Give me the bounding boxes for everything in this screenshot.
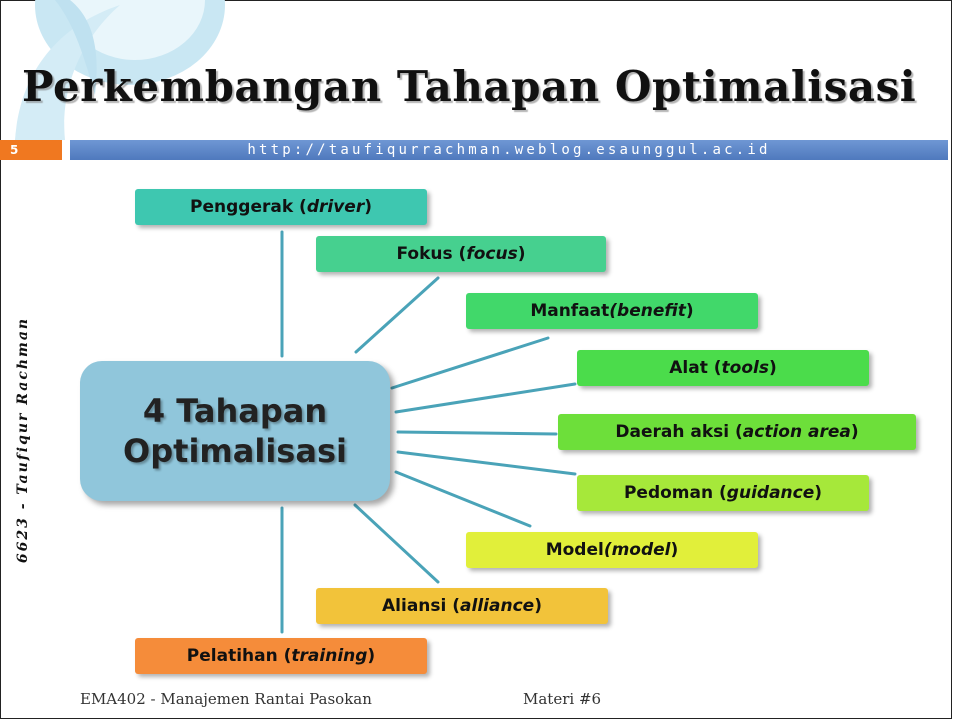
footer-course: EMA402 - Manajemen Rantai Pasokan [80,690,372,708]
connector-guidance [396,450,577,476]
connector-focus [354,276,440,354]
node-model: Model (model) [466,532,758,568]
slide-title: Perkembangan Tahapan Optimalisasi [22,62,917,111]
connector-action-area [396,430,558,436]
website-url[interactable]: http://taufiqurrachman.weblog.esaunggul.… [247,142,771,158]
url-bar: http://taufiqurrachman.weblog.esaunggul.… [70,140,948,160]
connector-alliance [353,503,440,584]
connector-model [394,470,532,528]
node-focus: Fokus (focus) [316,236,606,272]
node-benefit: Manfaat (benefit) [466,293,758,329]
node-action-area: Daerah aksi (action area) [558,414,916,450]
central-topic-box: 4 Tahapan Optimalisasi [80,361,390,501]
node-tools: Alat (tools) [577,350,869,386]
node-training: Pelatihan (training) [135,638,427,674]
decorative-swirl-graphic [15,0,225,140]
node-guidance: Pedoman (guidance) [577,475,869,511]
slide-number: 5 [0,140,62,160]
connector-benefit [390,336,550,390]
central-topic-line2: Optimalisasi [123,432,347,470]
footer-session: Materi #6 [523,690,602,708]
node-alliance: Aliansi (alliance) [316,588,608,624]
header-banner: 5 http://taufiqurrachman.weblog.esaunggu… [0,140,948,160]
node-driver: Penggerak (driver) [135,189,427,225]
connector-tools [394,382,577,414]
central-topic-line1: 4 Tahapan [142,392,328,430]
